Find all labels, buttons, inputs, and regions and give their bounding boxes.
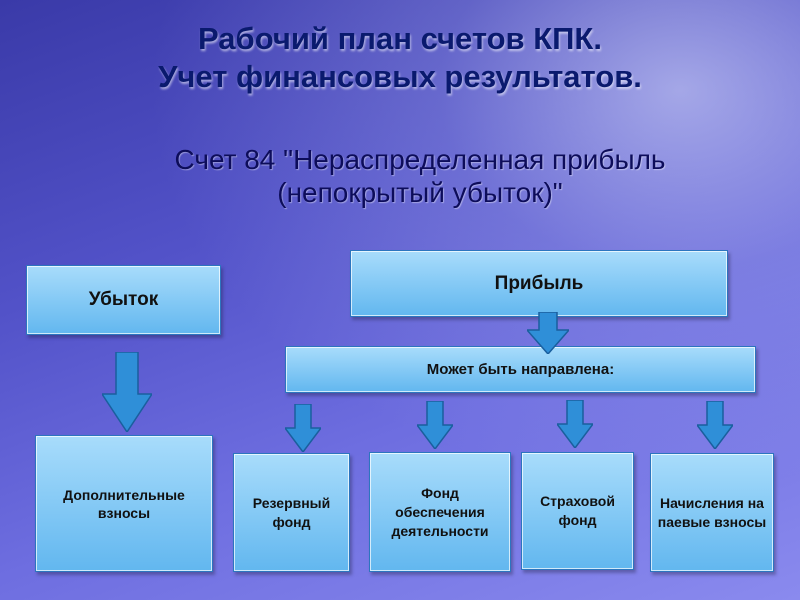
profit-box: Прибыль bbox=[350, 250, 728, 317]
profit-label: Прибыль bbox=[494, 272, 584, 294]
slide-title: Рабочий план счетов КПК. Учет финансовых… bbox=[0, 20, 800, 96]
reserve-fund-label: Резервный фонд bbox=[252, 494, 331, 530]
title-line-1: Рабочий план счетов КПК. bbox=[198, 21, 602, 56]
share-accruals-box: Начисления на паевые взносы bbox=[650, 453, 774, 572]
down-arrow-icon bbox=[697, 401, 733, 449]
down-arrow-icon bbox=[285, 404, 321, 452]
slide-subtitle: Счет 84 "Нераспределенная прибыль (непок… bbox=[120, 143, 720, 209]
insurance-fund-box: Страховой фонд bbox=[521, 452, 634, 570]
down-arrow-icon bbox=[102, 352, 152, 432]
subtitle-line-1: Счет 84 "Нераспределенная прибыль bbox=[174, 144, 666, 175]
loss-box: Убыток bbox=[26, 265, 221, 335]
subtitle-line-2: (непокрытый убыток)" bbox=[277, 177, 563, 208]
loss-label: Убыток bbox=[88, 289, 159, 310]
directed-box: Может быть направлена: bbox=[285, 346, 756, 393]
title-line-2: Учет финансовых результатов. bbox=[158, 59, 642, 94]
operations-fund-label: Фонд обеспечения деятельности bbox=[391, 484, 489, 539]
directed-label: Может быть направлена: bbox=[426, 361, 615, 378]
reserve-fund-box: Резервный фонд bbox=[233, 453, 350, 572]
extra-contributions-box: Дополнительные взносы bbox=[35, 435, 213, 572]
share-accruals-label: Начисления на паевые взносы bbox=[657, 494, 767, 530]
extra-contributions-label: Дополнительные взносы bbox=[63, 486, 185, 521]
insurance-fund-label: Страховой фонд bbox=[540, 493, 615, 528]
down-arrow-icon bbox=[417, 401, 453, 449]
operations-fund-box: Фонд обеспечения деятельности bbox=[369, 452, 511, 572]
down-arrow-icon bbox=[557, 400, 593, 448]
down-arrow-icon bbox=[527, 312, 569, 354]
